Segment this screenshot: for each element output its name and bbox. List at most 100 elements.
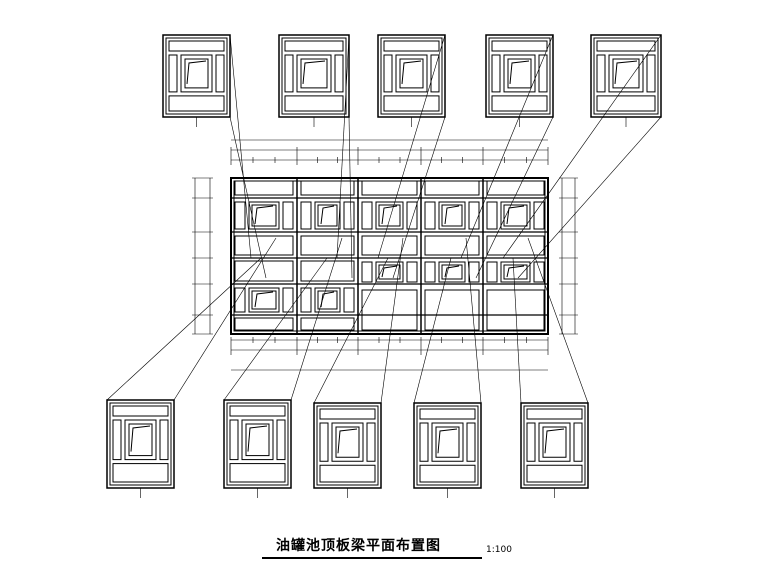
detail-strip (284, 54, 294, 93)
slab-strip (234, 287, 246, 313)
detail-outline (162, 34, 231, 118)
slab-strip (361, 261, 373, 283)
detail-opening (431, 422, 464, 462)
leader-line (106, 257, 262, 401)
opening-frame (375, 201, 404, 230)
opening-frame (314, 287, 341, 313)
leader-line (290, 237, 343, 401)
drawing-scale: 1:100 (486, 545, 512, 555)
leader-line (229, 34, 252, 259)
slab-strip (300, 287, 312, 313)
detail-opening (296, 54, 332, 93)
detail-outline (520, 402, 589, 489)
leader-line (313, 257, 389, 404)
leader-line (173, 237, 277, 401)
detail-opening-inner (507, 58, 532, 89)
detail-diagonal (302, 60, 326, 84)
opening-inner (378, 204, 401, 227)
detail-diagonal (130, 425, 151, 452)
opening-inner (503, 204, 528, 227)
drawing-title: 油罐池顶板梁平面布置图 (276, 538, 441, 554)
slab-strip (424, 261, 436, 283)
detail-outline (106, 399, 175, 489)
detail-strip (383, 54, 393, 93)
detail-strip (538, 54, 548, 93)
leader-line (229, 116, 267, 279)
detail-opening-inner (399, 58, 424, 89)
leader-line (512, 257, 522, 404)
detail-panel (383, 95, 440, 112)
slab-panel (234, 260, 294, 282)
leader-line (348, 116, 353, 279)
detail-diagonal (247, 425, 268, 452)
detail-strip (168, 54, 178, 93)
slab-strip (343, 287, 355, 313)
detail-inner (109, 402, 172, 486)
plan-inner-outline (233, 180, 546, 332)
slab-strip (468, 201, 480, 230)
detail-opening-inner (300, 58, 328, 89)
slab-panel (300, 235, 355, 256)
opening-inner (441, 204, 463, 227)
opening-frame (375, 261, 404, 283)
detail-strip (334, 54, 344, 93)
slab-strip (406, 201, 418, 230)
leader-line (460, 34, 554, 259)
leader-line (502, 34, 662, 259)
slab-strip (234, 201, 246, 230)
opening-diagonal (254, 291, 274, 308)
slab-panel (424, 235, 480, 256)
leader-line (223, 257, 328, 401)
detail-inner (416, 405, 479, 486)
opening-frame (248, 201, 280, 230)
slab-panel (486, 180, 545, 196)
slab-panel (424, 289, 480, 331)
detail-panel (419, 464, 476, 483)
leader-line (527, 237, 589, 404)
opening-diagonal (506, 205, 525, 225)
leader-line (465, 237, 482, 404)
detail-panel (419, 408, 476, 420)
detail-strip (112, 419, 122, 461)
detail-strip (646, 54, 656, 93)
slab-strip (282, 287, 294, 313)
opening-inner (503, 264, 528, 280)
opening-inner (317, 204, 338, 227)
detail-inner (380, 37, 443, 115)
detail-inner (281, 37, 347, 115)
slab-panel (361, 289, 418, 331)
detail-strip (229, 419, 239, 461)
detail-diagonal (337, 428, 358, 454)
slab-panel (234, 317, 294, 331)
detail-panel (526, 464, 583, 483)
detail-opening (331, 422, 364, 462)
slab-strip (486, 201, 498, 230)
opening-inner (441, 264, 463, 280)
detail-panel (491, 95, 548, 112)
slab-strip (486, 261, 498, 283)
opening-inner (317, 290, 338, 310)
detail-opening-inner (612, 58, 640, 89)
leader-line (380, 237, 404, 404)
detail-panel (319, 464, 376, 483)
detail-opening-inner (335, 426, 360, 458)
detail-panel (168, 95, 225, 112)
detail-inner (523, 405, 586, 486)
detail-opening-inner (245, 423, 270, 457)
title-underline (262, 557, 482, 559)
detail-outline (413, 402, 482, 489)
opening-diagonal (254, 205, 274, 225)
leader-line (517, 116, 662, 279)
opening-diagonal (506, 265, 525, 278)
opening-frame (500, 201, 531, 230)
detail-strip (430, 54, 440, 93)
detail-opening (395, 54, 428, 93)
detail-panel (168, 40, 225, 52)
detail-inner (226, 402, 289, 486)
detail-inner (165, 37, 228, 115)
detail-strip (276, 419, 286, 461)
detail-outline (278, 34, 350, 118)
slab-strip (424, 201, 436, 230)
detail-opening (538, 422, 571, 462)
detail-panel (284, 40, 344, 52)
